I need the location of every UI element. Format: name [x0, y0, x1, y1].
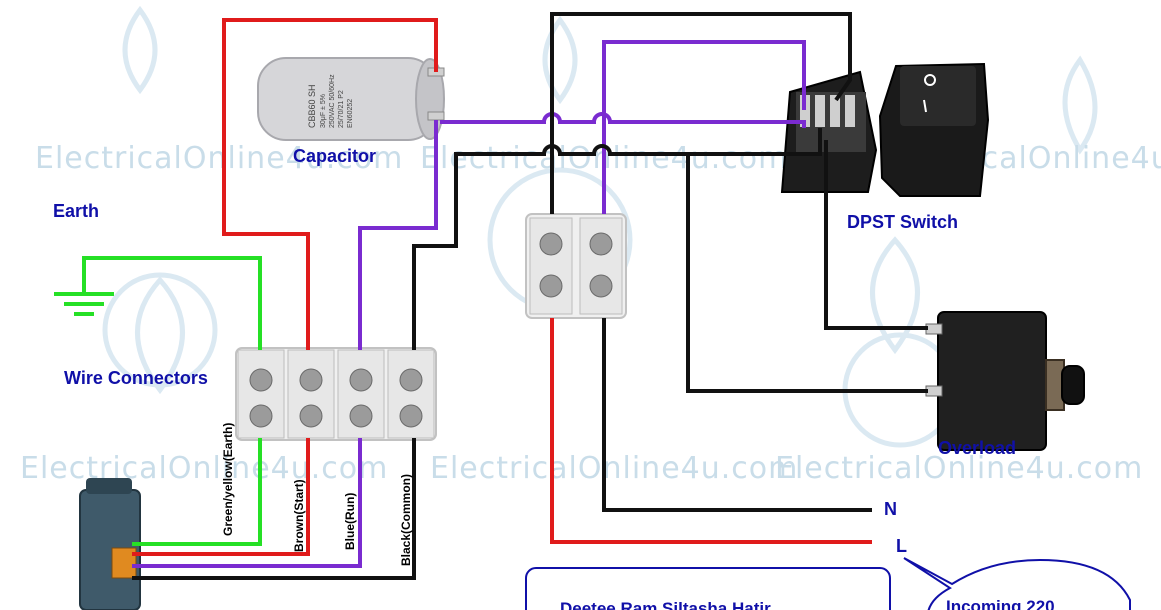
connector-block	[387, 349, 435, 439]
input-connectors	[525, 213, 627, 319]
switch-feed-wire	[550, 12, 852, 214]
caption-text: Deetee Ram Siltasha Hatir	[560, 599, 771, 610]
watermark-text: ElectricalOnline4u.com	[20, 451, 388, 486]
pump-motor	[79, 478, 141, 610]
dpst-switch-label: DPST Switch	[847, 212, 958, 232]
earth-label: Earth	[53, 201, 99, 221]
dpst-switch	[780, 62, 990, 197]
watermark-text: ElectricalOnline4u.com	[775, 451, 1143, 486]
live-label: L	[896, 536, 907, 556]
capacitor-label: Capacitor	[293, 146, 376, 166]
on-icon	[923, 99, 927, 113]
svg-text:30μF ± 5%: 30μF ± 5%	[320, 94, 327, 128]
terminal-icon	[925, 385, 943, 397]
switch-to-overload-wire	[824, 140, 928, 330]
wire-color-labels: Green/yellow(Earth) Brown(Start) Blue(Ru…	[221, 423, 413, 566]
wire-label-common: Black(Common)	[399, 474, 413, 566]
earth-symbol-icon	[54, 292, 114, 316]
connector-block	[337, 349, 385, 439]
switch-terminal-icon	[845, 95, 855, 127]
live-wire	[550, 318, 872, 544]
speech-bubble-text: Incoming 220	[946, 597, 1055, 610]
terminal-icon	[925, 323, 943, 335]
switch-terminal-icon	[830, 95, 840, 127]
capacitor-to-switch-wire	[440, 112, 806, 128]
run-wire	[358, 120, 438, 350]
wire-label-run: Blue(Run)	[343, 493, 357, 550]
wire-connectors-label: Wire Connectors	[64, 368, 208, 388]
overload-breaker	[925, 311, 1085, 451]
switch-terminal-icon	[815, 95, 825, 127]
earth-wire	[82, 256, 262, 350]
connector-block	[529, 217, 573, 315]
capacitor: CBB60 SH 30μF ± 5% 250VAC 50/60Hz 25/70/…	[257, 57, 445, 141]
wires	[82, 12, 928, 580]
common-wire	[412, 128, 822, 350]
wire-label-earth: Green/yellow(Earth)	[221, 423, 235, 536]
caption-box: Deetee Ram Siltasha Hatir	[525, 567, 891, 610]
overload-label: Overload	[938, 438, 1016, 458]
wire-label-start: Brown(Start)	[292, 479, 306, 552]
common-wire-motor	[132, 438, 416, 580]
svg-text:250VAC 50/60Hz: 250VAC 50/60Hz	[329, 74, 336, 128]
wire-connectors	[235, 347, 437, 441]
svg-text:EN60252: EN60252	[347, 99, 354, 128]
start-wire-motor	[132, 438, 310, 556]
run-wire-motor	[132, 438, 362, 568]
connector-block	[287, 349, 335, 439]
speech-bubble: Incoming 220	[903, 557, 1131, 610]
neutral-wire	[602, 318, 872, 512]
svg-text:CBB60 SH: CBB60 SH	[307, 84, 317, 128]
watermark-text: ElectricalOnline4u.com	[430, 451, 798, 486]
connector-block	[579, 217, 623, 315]
neutral-label: N	[884, 499, 897, 519]
watermark-text: ElectricalOnline4u.com	[35, 141, 403, 176]
start-wire	[222, 18, 438, 350]
overload-return-wire	[686, 154, 928, 393]
connector-block	[237, 349, 285, 439]
switch-loop-wire	[602, 40, 806, 214]
svg-text:25/70/21 P2: 25/70/21 P2	[338, 90, 345, 128]
labels: Capacitor Earth Wire Connectors DPST Swi…	[53, 146, 1016, 556]
reset-button-icon	[1061, 365, 1085, 405]
switch-terminal-icon	[800, 95, 810, 127]
capacitor-print: CBB60 SH 30μF ± 5% 250VAC 50/60Hz 25/70/…	[307, 74, 354, 128]
earth-wire-motor	[132, 438, 262, 546]
off-icon	[924, 74, 936, 86]
